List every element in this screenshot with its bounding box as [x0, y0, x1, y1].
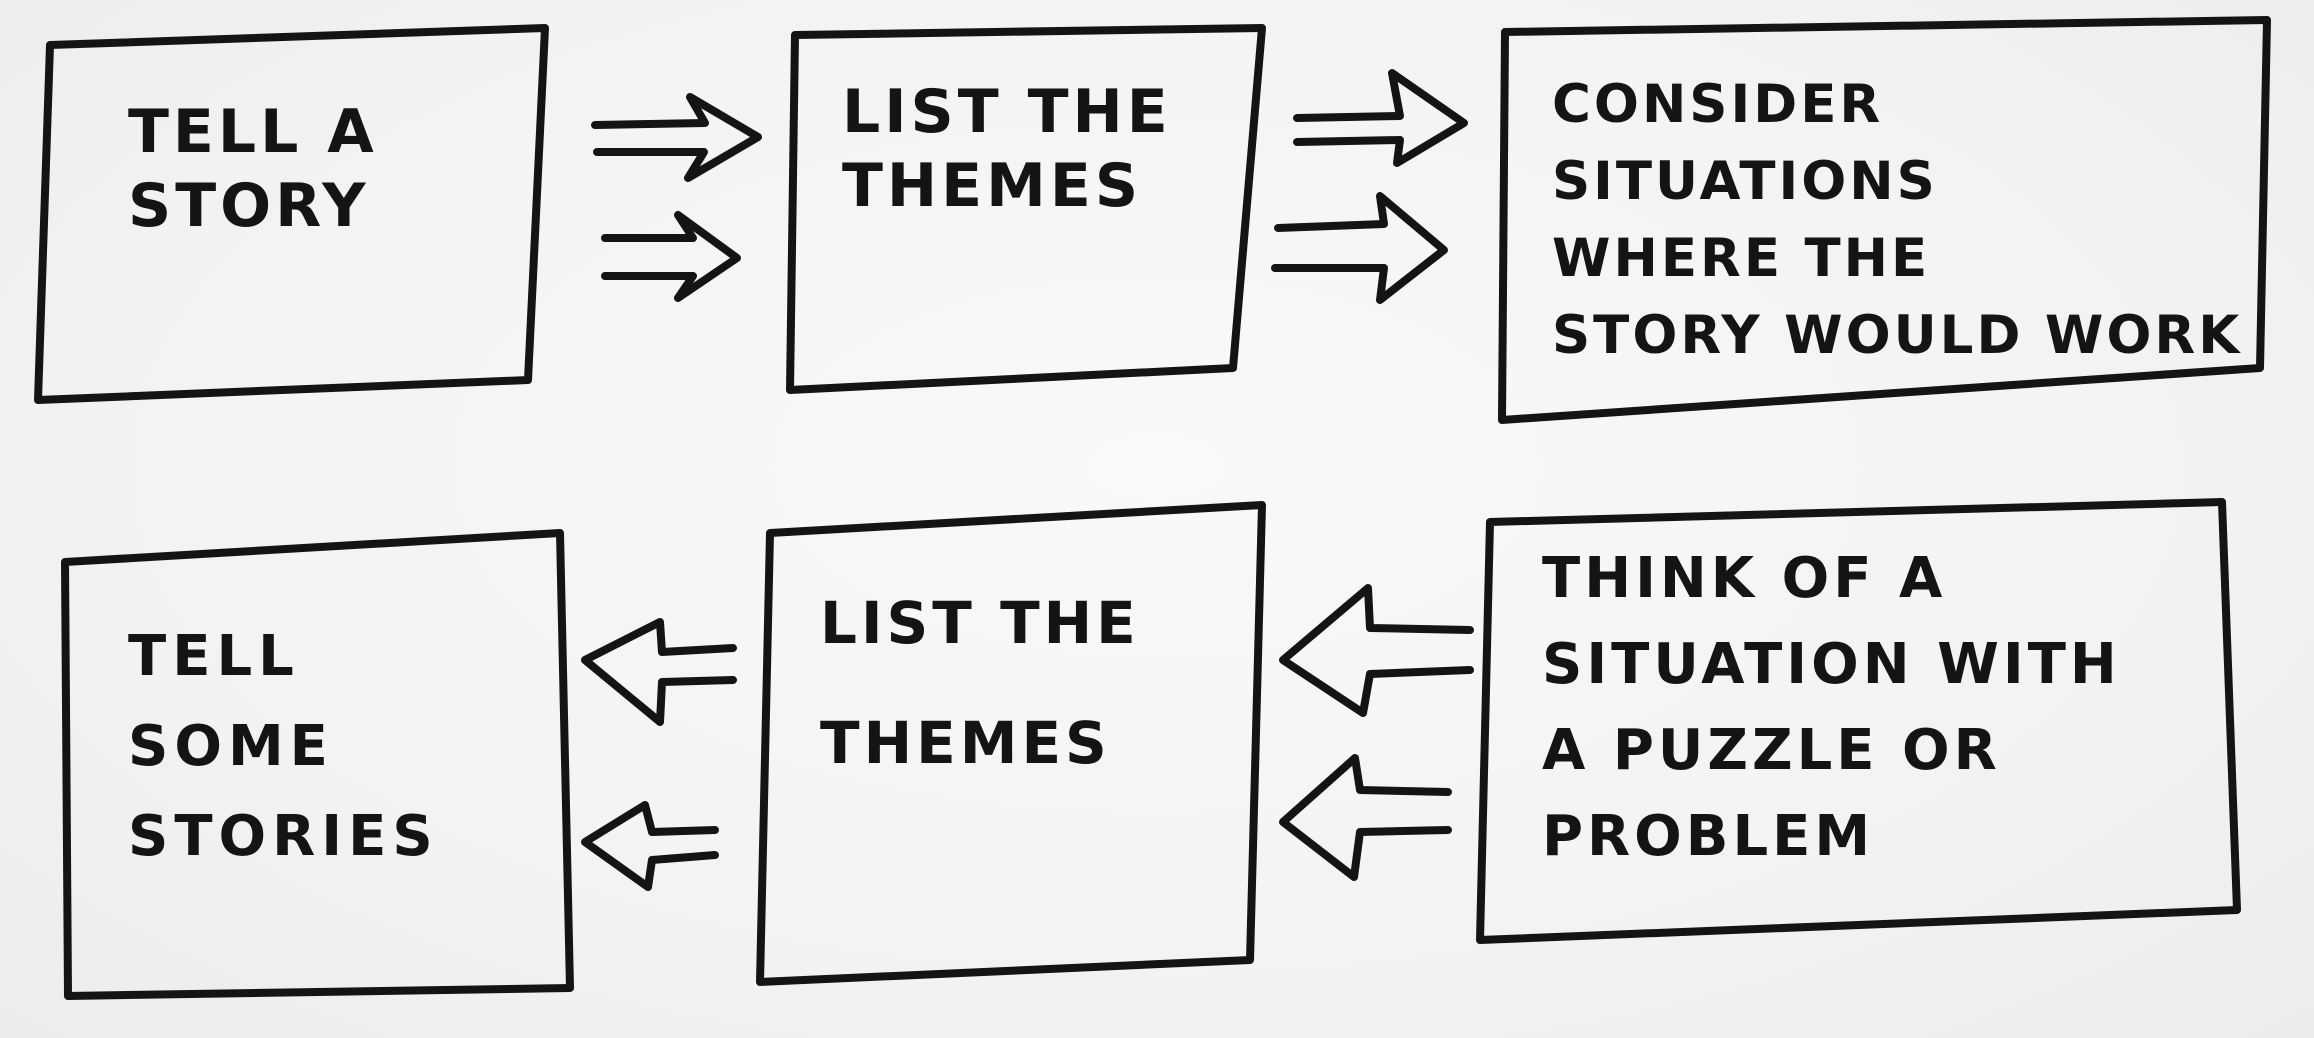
box-line: SOME	[128, 714, 334, 779]
box-line: TELL A	[128, 97, 378, 167]
box-line: SITUATIONS	[1552, 151, 1938, 212]
box-think-of-situation: THINK OF A SITUATION WITH A PUZZLE OR PR…	[1542, 536, 2121, 880]
box-list-themes-bottom: LIST THE THEMES	[820, 563, 1140, 803]
box-line: CONSIDER	[1552, 74, 1884, 135]
box-line: THINK OF A	[1542, 546, 1947, 611]
box-line: PROBLEM	[1542, 804, 1875, 869]
box-line: THEMES	[842, 151, 1143, 221]
box-consider-situations: CONSIDER SITUATIONS WHERE THE STORY WOUL…	[1552, 66, 2242, 374]
box-outline-list-themes-bottom	[756, 501, 1266, 986]
box-outline-tell-a-story	[34, 24, 549, 404]
box-line: WHERE THE	[1552, 228, 1931, 289]
box-line: STORY WOULD WORK	[1552, 305, 2243, 366]
box-line: LIST THE	[820, 589, 1140, 657]
box-outline-tell-some-stories	[61, 529, 574, 1000]
box-line: TELL	[128, 624, 300, 689]
arrow-left-3	[581, 618, 737, 726]
arrow-right-1	[591, 93, 762, 182]
box-line: STORY	[128, 171, 370, 241]
arrow-left-2	[1279, 754, 1452, 881]
box-line: THEMES	[820, 709, 1111, 777]
box-line: LIST THE	[842, 77, 1172, 147]
box-line: STORIES	[128, 804, 439, 869]
box-tell-some-stories: TELL SOME STORIES	[128, 612, 439, 882]
arrow-right-2	[601, 211, 741, 302]
box-outline-consider-situations	[1498, 16, 2271, 424]
box-line: A PUZZLE OR	[1542, 718, 2001, 783]
arrow-right-3	[1293, 69, 1468, 167]
arrow-right-4	[1271, 192, 1448, 304]
box-outline-think-of-situation	[1476, 498, 2241, 944]
box-list-themes-top: LIST THE THEMES	[842, 75, 1172, 223]
box-line: SITUATION WITH	[1542, 632, 2121, 697]
arrow-left-4	[581, 801, 719, 891]
box-tell-a-story: TELL A STORY	[128, 95, 378, 243]
arrow-left-1	[1279, 584, 1474, 717]
box-outline-list-themes-top	[786, 24, 1266, 394]
